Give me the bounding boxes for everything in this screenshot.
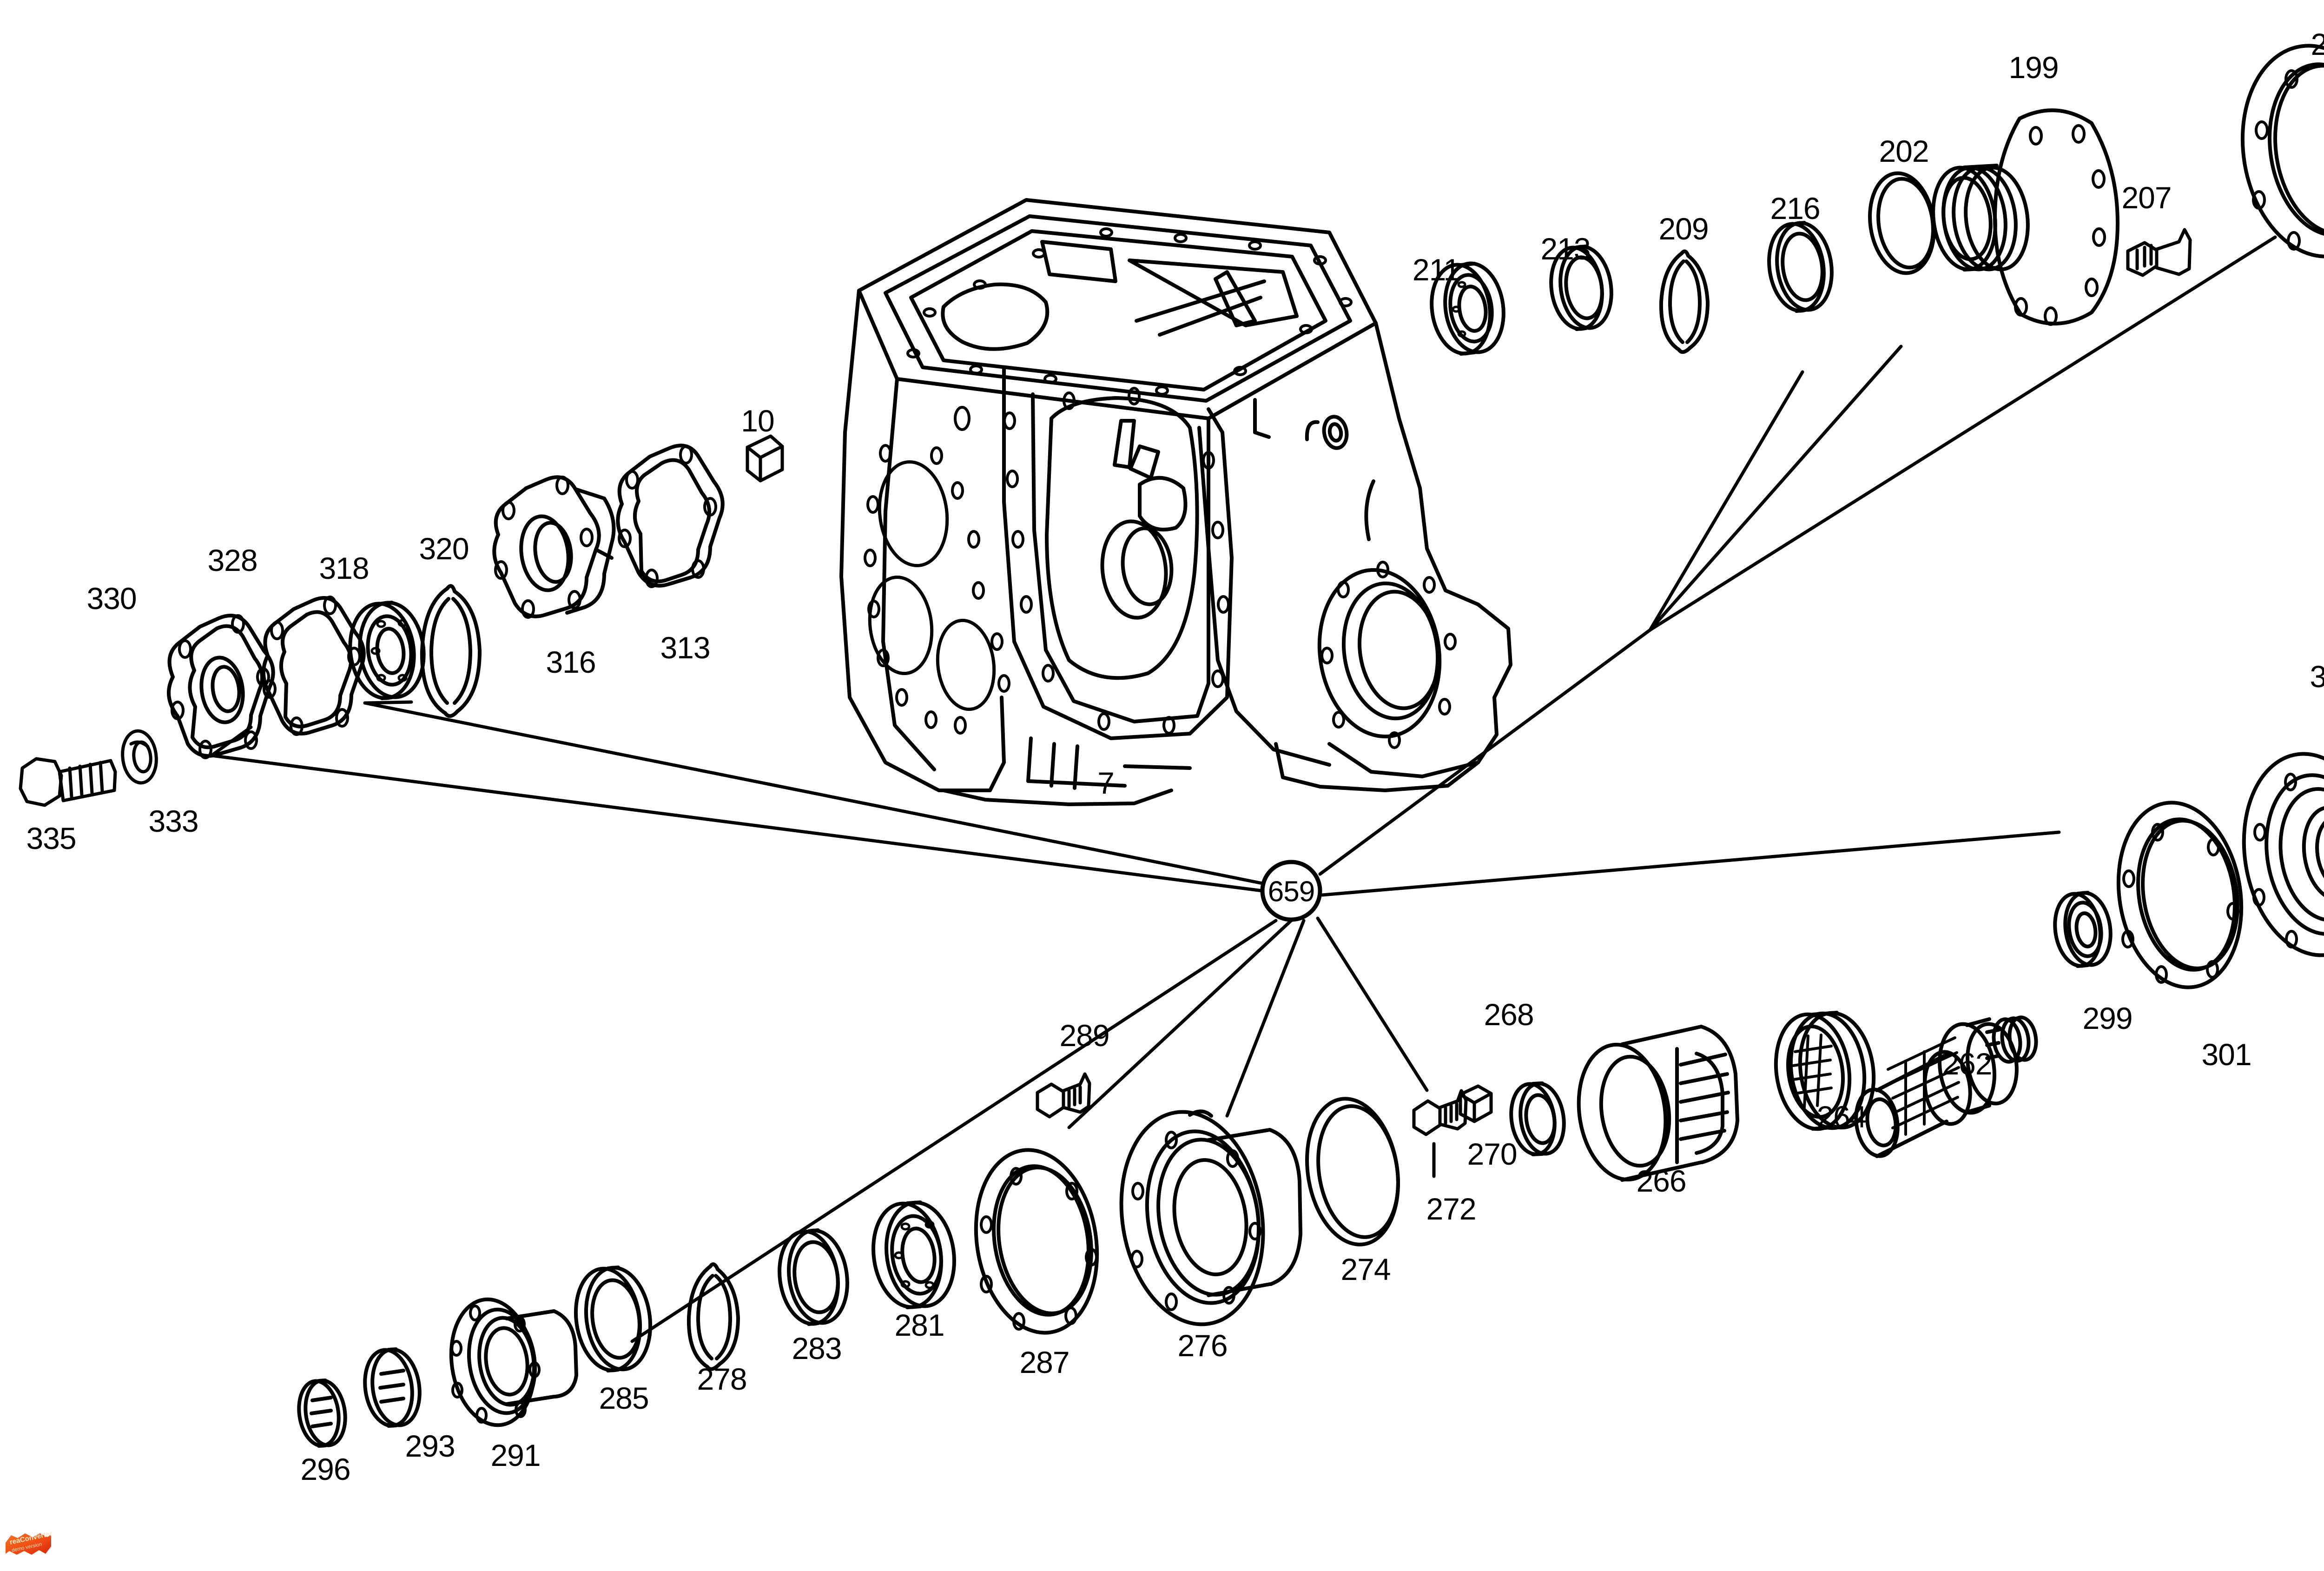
part-313-housing-gasket <box>616 444 725 588</box>
callout-label-289[interactable]: 289 <box>1059 1018 1109 1053</box>
callout-label-199[interactable]: 199 <box>2008 50 2059 85</box>
part-10-dowel-pin <box>746 434 784 483</box>
callout-label-318[interactable]: 318 <box>319 551 369 585</box>
part-274-o-ring <box>1305 1097 1400 1246</box>
callout-label-274[interactable]: 274 <box>1340 1252 1391 1286</box>
callout-label-202[interactable]: 202 <box>1879 134 1929 168</box>
part-335-hex-bolt <box>19 757 117 807</box>
callout-label-264[interactable]: 264 <box>1816 1100 1867 1134</box>
part-330-end-cover-plate <box>167 614 275 759</box>
part-285-seal-ring <box>574 1266 653 1372</box>
callout-label-335[interactable]: 335 <box>26 821 76 855</box>
callout-label-328[interactable]: 328 <box>207 543 257 577</box>
part-207-countersunk-screw <box>2126 228 2192 277</box>
part-283-shim-ring <box>778 1228 849 1326</box>
part-316-bearing-housing-cover <box>492 475 616 619</box>
callout-label-291[interactable]: 291 <box>490 1438 541 1472</box>
part-211-tapered-roller-bearing <box>1430 261 1505 356</box>
callout-label-293[interactable]: 293 <box>405 1429 455 1463</box>
callout-label-287[interactable]: 287 <box>1019 1345 1070 1379</box>
part-262-splined-shaft <box>1854 1015 2038 1158</box>
callout-label-211[interactable]: 211 <box>1412 252 1460 287</box>
part-287-flange-gasket <box>974 1148 1099 1335</box>
callout-label-262[interactable]: 262 <box>1942 1047 1992 1081</box>
part-278-snap-ring <box>687 1262 740 1371</box>
callout-label-278[interactable]: 278 <box>697 1362 747 1396</box>
callout-label-301[interactable]: 301 <box>2201 1037 2251 1072</box>
part-318-ball-bearing <box>348 601 426 700</box>
part-303-bearing-cover-flange <box>2242 752 2324 957</box>
callout-label-7[interactable]: 7 <box>1097 766 1115 800</box>
part-293-snap-ring <box>363 1347 422 1428</box>
part-202-o-ring <box>1868 171 1936 275</box>
part-199-bearing-carrier-flange <box>1931 108 2119 326</box>
callout-label-276[interactable]: 276 <box>1177 1328 1228 1363</box>
part-281-ball-bearing <box>872 1200 956 1309</box>
part-320-retaining-snap-ring <box>420 584 482 718</box>
callout-label-209[interactable]: 209 <box>1658 212 1709 246</box>
part-301-flange-gasket <box>2116 801 2244 989</box>
callout-label-313[interactable]: 313 <box>660 630 710 665</box>
callout-label-268[interactable]: 268 <box>1484 997 1534 1032</box>
hub-659-circle <box>1260 860 1322 922</box>
callout-label-272[interactable]: 272 <box>1426 1192 1476 1226</box>
callout-label-204[interactable]: 204 <box>2311 27 2324 61</box>
part-276-output-flange-housing <box>1119 1109 1302 1326</box>
callout-label-216[interactable]: 216 <box>1770 191 1820 225</box>
part-213-shim-ring <box>1549 245 1613 331</box>
callout-label-330[interactable]: 330 <box>86 581 137 616</box>
part-291-bearing-retainer <box>449 1297 578 1427</box>
callout-label-270[interactable]: 270 <box>1467 1137 1517 1171</box>
part-289-countersunk-screw <box>1036 1072 1091 1119</box>
part-333-washer <box>121 729 158 785</box>
part-209-snap-ring <box>1659 249 1710 354</box>
callout-label-283[interactable]: 283 <box>792 1331 842 1366</box>
leader-lines <box>210 235 2277 1343</box>
part-216-seal-ring <box>1767 221 1834 313</box>
part-272-set-screw <box>1412 1089 1468 1136</box>
hub-number-659[interactable]: 659 <box>1268 875 1315 908</box>
callout-label-299[interactable]: 299 <box>2082 1001 2133 1035</box>
callout-label-305[interactable]: 305 <box>2310 659 2324 694</box>
callout-label-285[interactable]: 285 <box>599 1381 649 1415</box>
watermark-badge: reaConverter demo version <box>6 1530 53 1555</box>
part-266-threaded-ring-nut <box>1577 1025 1739 1182</box>
callout-label-207[interactable]: 207 <box>2121 180 2172 215</box>
callout-label-10[interactable]: 10 <box>741 404 774 438</box>
callout-label-320[interactable]: 320 <box>419 531 469 566</box>
gearbox-housing-7 <box>839 198 1512 806</box>
callout-label-266[interactable]: 266 <box>1636 1164 1686 1198</box>
callout-label-316[interactable]: 316 <box>546 645 596 679</box>
part-296-snap-ring <box>297 1379 347 1448</box>
part-328-cover-gasket <box>262 596 366 736</box>
callout-label-213[interactable]: 213 <box>1540 232 1591 266</box>
part-268-thrust-washer <box>1509 1081 1566 1156</box>
callout-label-333[interactable]: 333 <box>148 804 198 838</box>
part-299-seal-ring <box>2053 891 2113 968</box>
callout-label-281[interactable]: 281 <box>894 1308 944 1342</box>
callout-label-296[interactable]: 296 <box>300 1452 350 1486</box>
part-204-flange-gasket-ring <box>2240 44 2324 259</box>
part-264-splined-coupling-ring <box>1774 1011 1876 1131</box>
